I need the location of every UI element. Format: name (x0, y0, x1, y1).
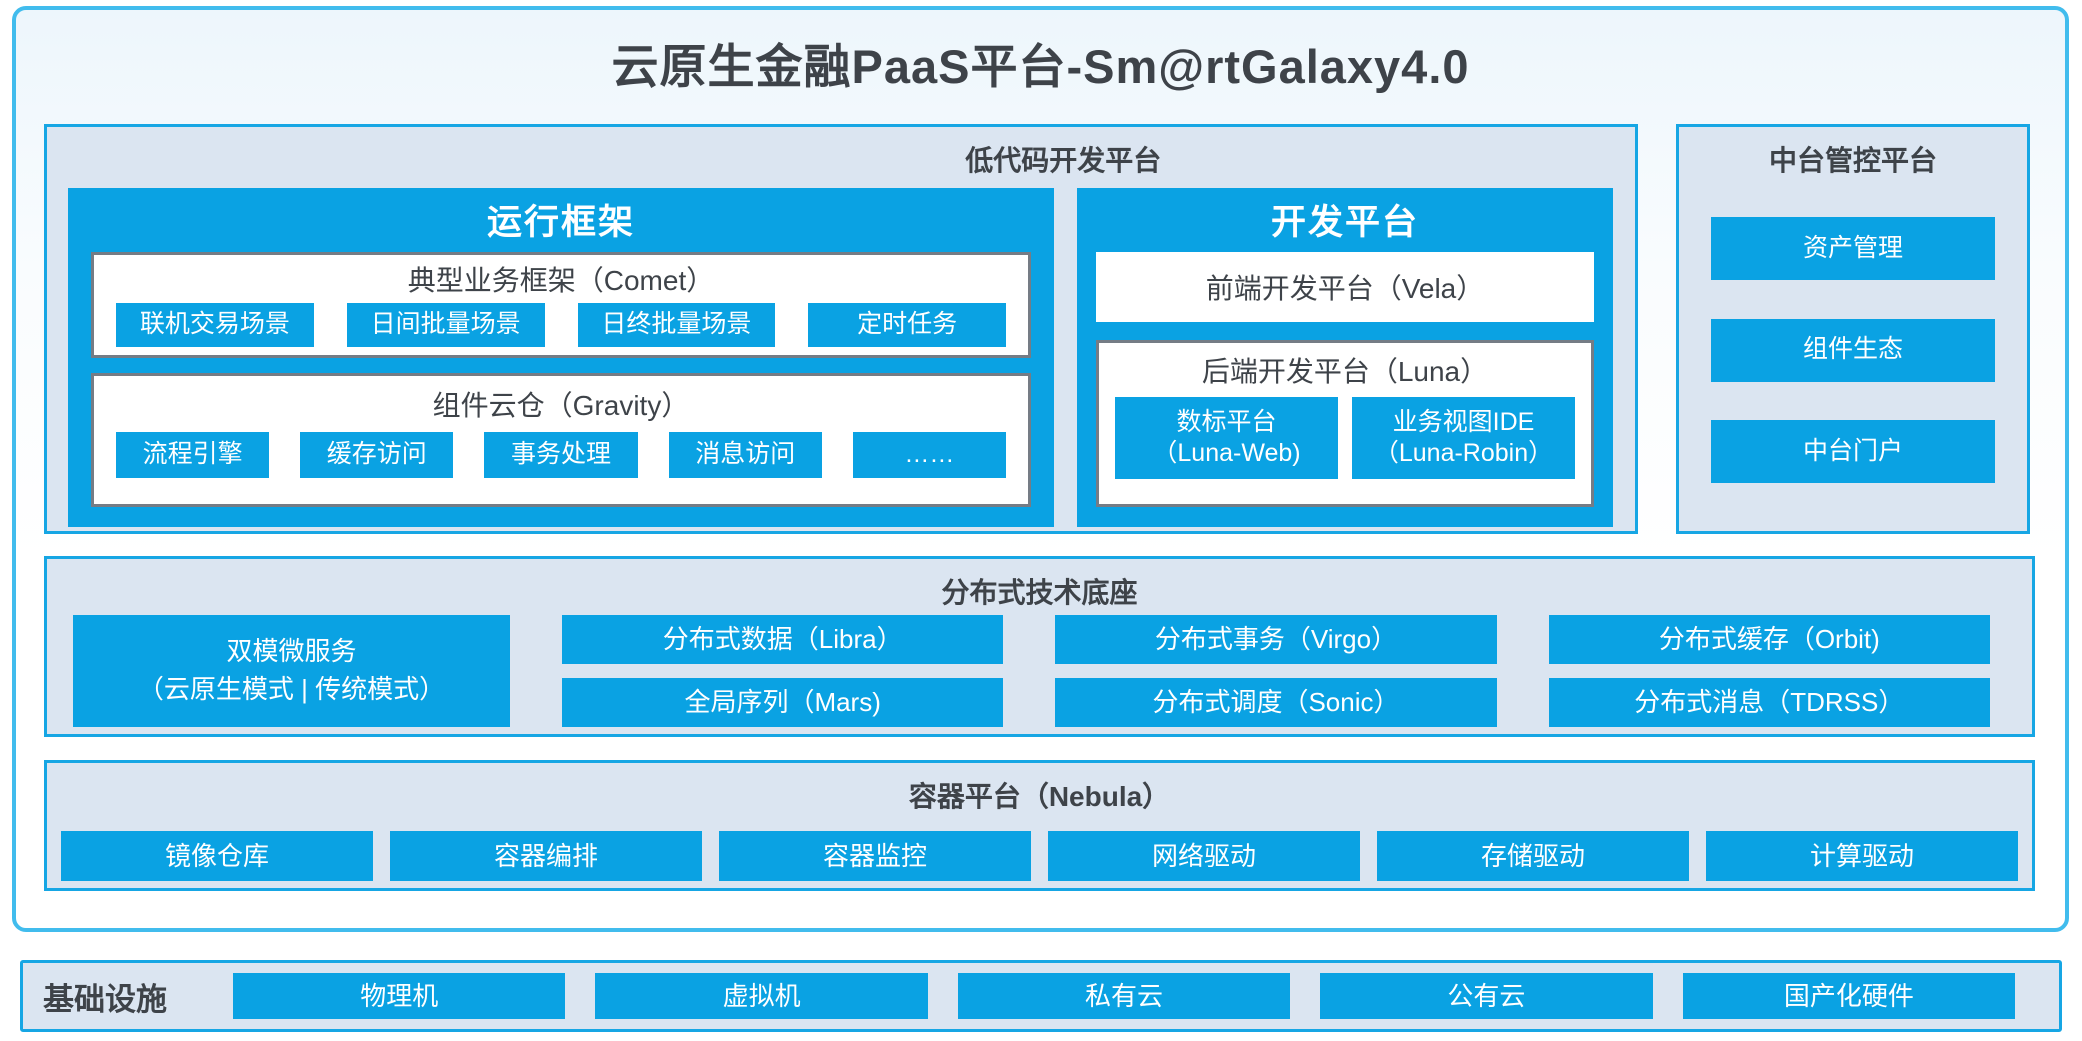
infrastructure-items-row: 物理机 虚拟机 私有云 公有云 国产化硬件 (233, 973, 2016, 1019)
midplatform-item: 中台门户 (1711, 419, 1995, 483)
vela-frontend-box: 前端开发平台（Vela） (1096, 252, 1594, 322)
infrastructure-item: 虚拟机 (595, 973, 928, 1019)
comet-framework-box: 典型业务框架（Comet） 联机交易场景 日间批量场景 日终批量场景 定时任务 (91, 252, 1031, 358)
luna-web-line2: （Luna-Web) (1152, 439, 1301, 467)
luna-backend-box: 后端开发平台（Luna） 数标平台 （Luna-Web) 业务视图IDE （Lu… (1096, 340, 1594, 507)
midplatform-label: 中台管控平台 (1768, 145, 1937, 176)
dual-mode-line1: 双模微服务 (226, 636, 357, 667)
midplatform-panel: 中台管控平台 资产管理 组件生态 中台门户 (1676, 124, 2030, 534)
luna-backend-title: 后端开发平台（Luna） (1201, 356, 1489, 387)
comet-items-row: 联机交易场景 日间批量场景 日终批量场景 定时任务 (94, 303, 1028, 347)
dual-mode-line2: （云原生模式 | 传统模式） (137, 674, 446, 704)
runtime-framework-title: 运行框架 (486, 202, 635, 242)
gravity-item: 缓存访问 (300, 432, 454, 478)
lowcode-platform-panel: 低代码开发平台 运行框架 典型业务框架（Comet） 联机交易场景 日间批量场景… (44, 124, 1638, 534)
lowcode-platform-label: 低代码开发平台 (965, 145, 1162, 176)
comet-item: 日间批量场景 (346, 303, 545, 347)
midplatform-item: 组件生态 (1711, 318, 1995, 382)
midplatform-items: 资产管理 组件生态 中台门户 (1679, 179, 2027, 521)
infrastructure-item: 私有云 (957, 973, 1291, 1019)
comet-item: 日终批量场景 (577, 303, 776, 347)
comet-item: 定时任务 (808, 303, 1006, 347)
distributed-item: 分布式数据（Libra） (562, 615, 1004, 664)
dev-platform-title: 开发平台 (1270, 202, 1419, 242)
luna-web-line1: 数标平台 (1176, 407, 1277, 436)
distributed-item: 分布式缓存（Orbit) (1548, 615, 1990, 664)
container-item: 容器监控 (719, 831, 1031, 881)
gravity-warehouse-box: 组件云仓（Gravity） 流程引擎 缓存访问 事务处理 消息访问 …… (91, 373, 1031, 507)
infrastructure-label: 基础设施 (43, 981, 167, 1017)
luna-items-row: 数标平台 （Luna-Web) 业务视图IDE （Luna-Robin） (1099, 397, 1591, 479)
page-title: 云原生金融PaaS平台-Sm@rtGalaxy4.0 (611, 40, 1470, 93)
container-item: 存储驱动 (1377, 831, 1689, 881)
platform-container: 云原生金融PaaS平台-Sm@rtGalaxy4.0 低代码开发平台 运行框架 … (12, 6, 2069, 932)
luna-robin-item: 业务视图IDE （Luna-Robin） (1352, 397, 1575, 479)
luna-robin-line2: （Luna-Robin） (1373, 439, 1554, 467)
gravity-warehouse-title: 组件云仓（Gravity） (432, 390, 690, 421)
distributed-column: 分布式事务（Virgo） 分布式调度（Sonic） (1055, 615, 1497, 727)
dual-mode-microservice-box: 双模微服务 （云原生模式 | 传统模式） (73, 615, 510, 727)
container-item: 容器编排 (390, 831, 702, 881)
distributed-column: 分布式数据（Libra） 全局序列（Mars) (562, 615, 1004, 727)
luna-robin-line1: 业务视图IDE (1392, 407, 1535, 436)
container-platform-label: 容器平台（Nebula） (908, 781, 1171, 812)
infrastructure-item: 公有云 (1320, 973, 1653, 1019)
distributed-item: 分布式消息（TDRSS） (1548, 678, 1990, 727)
vela-frontend-label: 前端开发平台（Vela） (1205, 273, 1485, 304)
distributed-item: 分布式调度（Sonic） (1055, 678, 1497, 727)
gravity-item: …… (852, 432, 1007, 478)
infrastructure-item: 国产化硬件 (1682, 973, 2016, 1019)
distributed-item: 分布式事务（Virgo） (1055, 615, 1497, 664)
gravity-item: 事务处理 (484, 432, 638, 478)
container-platform-panel: 容器平台（Nebula） 镜像仓库 容器编排 容器监控 网络驱动 存储驱动 计算… (44, 760, 2035, 891)
distributed-content: 双模微服务 （云原生模式 | 传统模式） 分布式数据（Libra） 全局序列（M… (73, 615, 1990, 727)
infrastructure-item: 物理机 (233, 973, 566, 1019)
midplatform-item: 资产管理 (1711, 217, 1995, 281)
container-items-row: 镜像仓库 容器编排 容器监控 网络驱动 存储驱动 计算驱动 (61, 831, 2018, 881)
gravity-items-row: 流程引擎 缓存访问 事务处理 消息访问 …… (94, 432, 1028, 478)
distributed-item: 全局序列（Mars) (562, 678, 1004, 727)
comet-framework-title: 典型业务框架（Comet） (407, 265, 715, 296)
container-item: 网络驱动 (1048, 831, 1360, 881)
gravity-item: 消息访问 (668, 432, 822, 478)
luna-web-item: 数标平台 （Luna-Web) (1115, 397, 1338, 479)
comet-item: 联机交易场景 (116, 303, 314, 347)
distributed-base-label: 分布式技术底座 (941, 577, 1138, 608)
infrastructure-panel: 基础设施 物理机 虚拟机 私有云 公有云 国产化硬件 (20, 960, 2062, 1032)
container-item: 计算驱动 (1706, 831, 2018, 881)
container-item: 镜像仓库 (61, 831, 373, 881)
dev-platform-box: 开发平台 前端开发平台（Vela） 后端开发平台（Luna） 数标平台 （Lun… (1077, 188, 1613, 527)
distributed-base-panel: 分布式技术底座 双模微服务 （云原生模式 | 传统模式） 分布式数据（Libra… (44, 556, 2035, 737)
distributed-column: 分布式缓存（Orbit) 分布式消息（TDRSS） (1548, 615, 1990, 727)
runtime-framework-box: 运行框架 典型业务框架（Comet） 联机交易场景 日间批量场景 日终批量场景 … (68, 188, 1054, 527)
gravity-item: 流程引擎 (116, 432, 270, 478)
